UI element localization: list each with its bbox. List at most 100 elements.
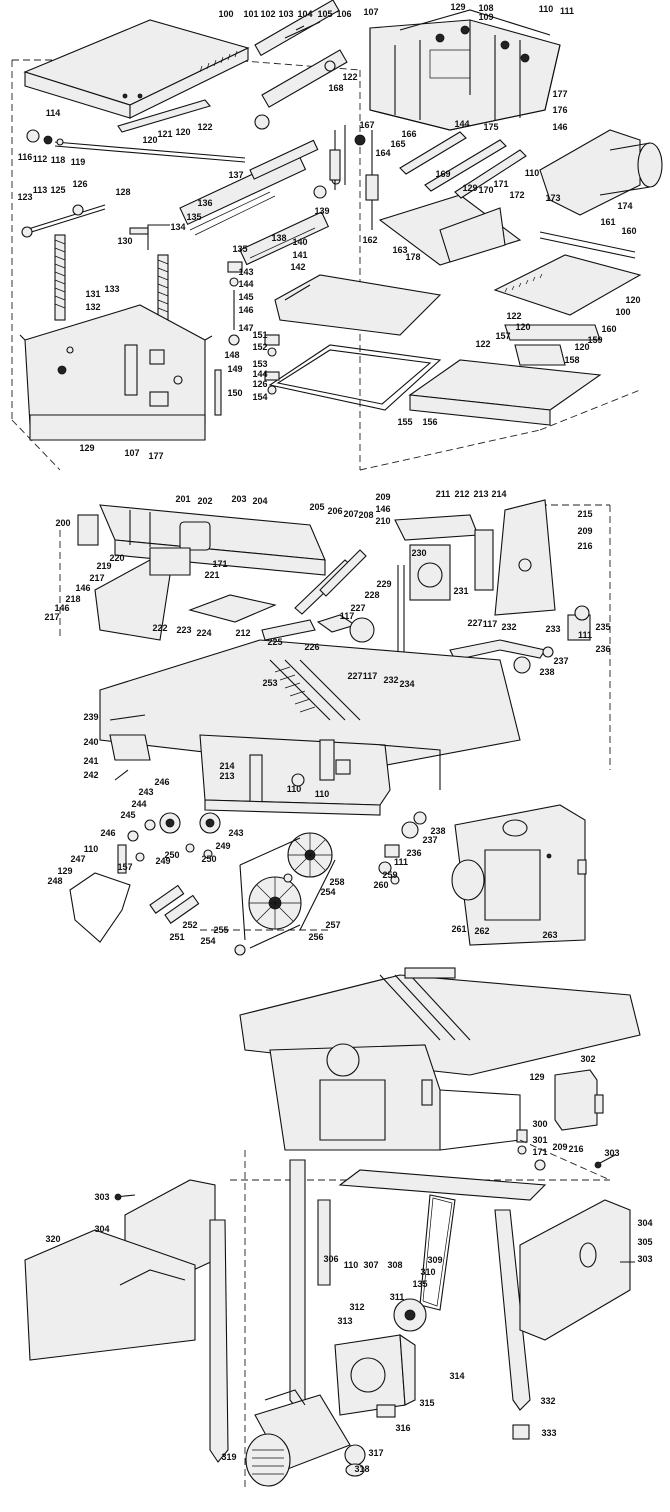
infeed-table bbox=[23, 19, 250, 119]
part-label-250: 250 bbox=[201, 854, 216, 864]
knife-gib bbox=[117, 99, 211, 133]
part-label-213: 213 bbox=[219, 771, 234, 781]
part-label-248: 248 bbox=[47, 876, 62, 886]
part-label-136: 136 bbox=[197, 198, 212, 208]
part-label-122: 122 bbox=[506, 311, 521, 321]
part-label-212: 212 bbox=[235, 628, 250, 638]
part-label-332: 332 bbox=[540, 1396, 555, 1406]
part-label-219: 219 bbox=[96, 561, 111, 571]
fence bbox=[77, 504, 326, 576]
part-label-221: 221 bbox=[204, 570, 219, 580]
outfeed-table bbox=[493, 231, 642, 316]
part-label-100: 100 bbox=[615, 307, 630, 317]
part-label-103: 103 bbox=[278, 9, 293, 19]
part-label-222: 222 bbox=[152, 623, 167, 633]
stand-panels-left bbox=[24, 1179, 216, 1361]
part-label-146: 146 bbox=[375, 504, 390, 514]
part-label-243: 243 bbox=[138, 787, 153, 797]
part-label-164: 164 bbox=[375, 148, 390, 158]
part-label-151: 151 bbox=[252, 330, 267, 340]
part-label-314: 314 bbox=[449, 1371, 464, 1381]
part-label-132: 132 bbox=[85, 302, 100, 312]
part-label-178: 178 bbox=[405, 252, 420, 262]
part-label-158: 158 bbox=[564, 355, 579, 365]
part-label-316: 316 bbox=[395, 1423, 410, 1433]
part-label-104: 104 bbox=[297, 9, 312, 19]
part-label-239: 239 bbox=[83, 712, 98, 722]
part-label-121: 121 bbox=[157, 129, 172, 139]
part-label-232: 232 bbox=[383, 675, 398, 685]
part-label-144: 144 bbox=[238, 279, 253, 289]
part-label-301: 301 bbox=[532, 1135, 547, 1145]
part-label-244: 244 bbox=[131, 799, 146, 809]
part-label-320: 320 bbox=[45, 1234, 60, 1244]
part-label-215: 215 bbox=[577, 509, 592, 519]
part-label-302: 302 bbox=[580, 1054, 595, 1064]
part-label-110: 110 bbox=[344, 1260, 359, 1270]
part-label-173: 173 bbox=[545, 193, 560, 203]
pressure-bars bbox=[254, 0, 348, 130]
part-label-120: 120 bbox=[142, 135, 157, 145]
part-label-217: 217 bbox=[89, 573, 104, 583]
part-label-234: 234 bbox=[399, 679, 414, 689]
part-label-213: 213 bbox=[473, 489, 488, 499]
gear-train bbox=[117, 812, 221, 874]
part-label-308: 308 bbox=[387, 1260, 402, 1270]
part-label-135: 135 bbox=[412, 1279, 427, 1289]
spring-bolts bbox=[329, 125, 379, 230]
part-label-156: 156 bbox=[422, 417, 437, 427]
part-label-168: 168 bbox=[328, 83, 343, 93]
part-label-206: 206 bbox=[327, 506, 342, 516]
part-label-207: 207 bbox=[343, 509, 358, 519]
part-label-100: 100 bbox=[218, 9, 233, 19]
part-label-205: 205 bbox=[309, 502, 324, 512]
part-label-257: 257 bbox=[325, 920, 340, 930]
part-label-200: 200 bbox=[55, 518, 70, 528]
part-label-111: 111 bbox=[560, 6, 574, 16]
part-label-216: 216 bbox=[568, 1144, 583, 1154]
part-label-177: 177 bbox=[148, 451, 163, 461]
part-label-152: 152 bbox=[252, 342, 267, 352]
part-label-251: 251 bbox=[169, 932, 184, 942]
chip-chute bbox=[378, 194, 522, 266]
part-label-300: 300 bbox=[532, 1119, 547, 1129]
part-label-128: 128 bbox=[115, 187, 130, 197]
part-label-203: 203 bbox=[231, 494, 246, 504]
part-label-209: 209 bbox=[552, 1142, 567, 1152]
part-label-129: 129 bbox=[450, 2, 465, 12]
part-label-245: 245 bbox=[120, 810, 135, 820]
part-label-123: 123 bbox=[17, 192, 32, 202]
part-label-261: 261 bbox=[451, 924, 466, 934]
part-label-155: 155 bbox=[397, 417, 412, 427]
part-label-309: 309 bbox=[427, 1255, 442, 1265]
part-label-142: 142 bbox=[290, 262, 305, 272]
part-label-159: 159 bbox=[587, 335, 602, 345]
stand-motor-assembly bbox=[24, 967, 641, 1490]
part-label-176: 176 bbox=[552, 105, 567, 115]
part-label-146: 146 bbox=[75, 583, 90, 593]
part-label-157: 157 bbox=[117, 862, 132, 872]
part-label-106: 106 bbox=[336, 9, 351, 19]
part-label-243: 243 bbox=[228, 828, 243, 838]
part-label-108: 108 bbox=[478, 3, 493, 13]
part-label-110: 110 bbox=[315, 789, 330, 799]
part-label-228: 228 bbox=[364, 590, 379, 600]
part-label-254: 254 bbox=[200, 936, 215, 946]
part-label-253: 253 bbox=[262, 678, 277, 688]
part-label-171: 171 bbox=[532, 1147, 547, 1157]
part-label-162: 162 bbox=[362, 235, 377, 245]
extraction-hood bbox=[539, 129, 663, 216]
part-label-237: 237 bbox=[422, 835, 437, 845]
part-label-259: 259 bbox=[382, 870, 397, 880]
part-label-223: 223 bbox=[176, 625, 191, 635]
part-label-130: 130 bbox=[117, 236, 132, 246]
part-label-255: 255 bbox=[213, 925, 228, 935]
part-label-141: 141 bbox=[292, 250, 307, 260]
motor-cover bbox=[451, 804, 587, 946]
part-label-229: 229 bbox=[376, 579, 391, 589]
part-label-318: 318 bbox=[354, 1464, 369, 1474]
part-label-242: 242 bbox=[83, 770, 98, 780]
part-label-129: 129 bbox=[529, 1072, 544, 1082]
